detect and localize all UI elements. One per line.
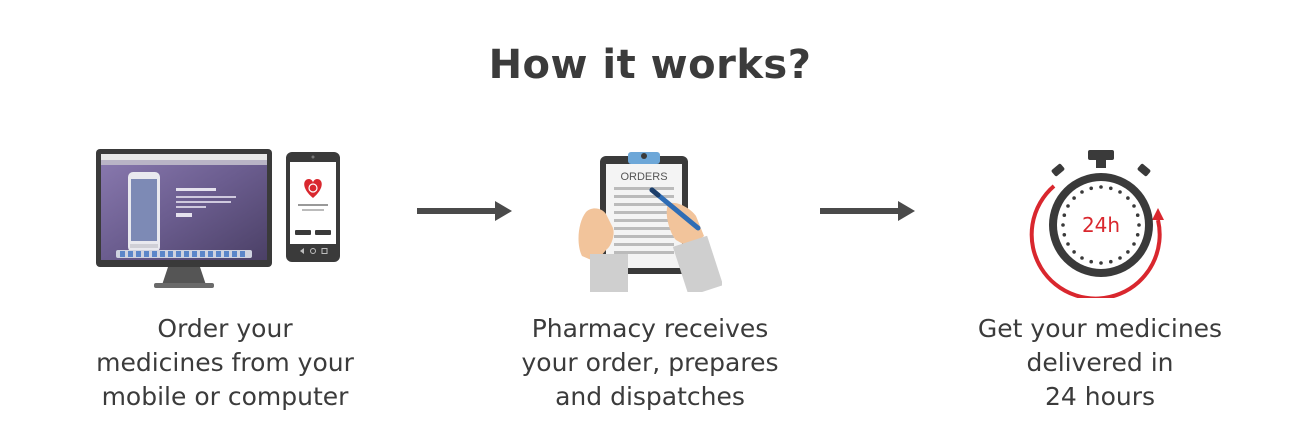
page-title: How it works? xyxy=(488,42,812,88)
clipboard-label: ORDERS xyxy=(620,171,667,183)
step-2-caption: Pharmacy receives your order, prepares a… xyxy=(521,314,779,411)
step-3-caption: Get your medicines delivered in 24 hours xyxy=(977,314,1223,411)
devices-icon xyxy=(96,149,340,288)
stopwatch-label: 24h xyxy=(1082,213,1120,237)
stopwatch-icon: 24h xyxy=(1029,150,1164,298)
arrow-right-icon xyxy=(820,201,915,221)
step-1-caption: Order your medicines from your mobile or… xyxy=(96,314,354,411)
clipboard-orders-icon: ORDERS xyxy=(578,152,722,292)
arrow-right-icon xyxy=(417,201,512,221)
